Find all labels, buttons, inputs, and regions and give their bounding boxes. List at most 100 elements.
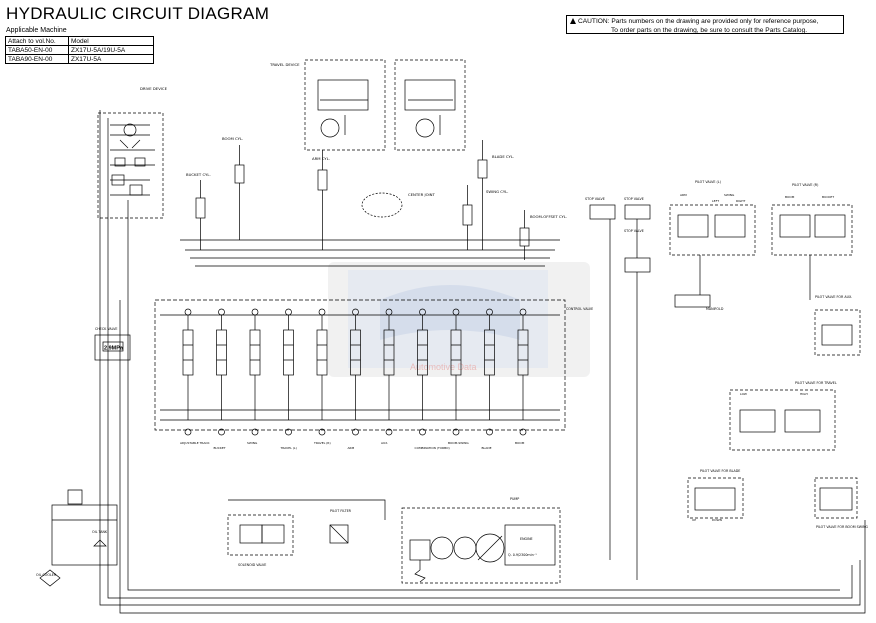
section-label: TRAVEL (L) [280,446,297,450]
watermark: Automotive Data [328,262,590,377]
pilot-port [318,308,326,316]
spool-lines [484,315,495,420]
caution-line-2: To order parts on the drawing, be sure t… [611,27,808,34]
pilot-port [519,308,527,316]
pilot-port [486,428,493,436]
caution-line-1: CAUTION: Parts numbers on the drawing ar… [578,18,819,25]
section-label: ADJUSTABLE TRACK [180,441,210,445]
pressure-value: 2.9MPa [104,346,124,352]
pilot-port [318,428,326,436]
oil-cooler-label: OIL COOLER [36,573,57,577]
stop-valve-label-3: STOP VALVE [624,229,644,233]
low-label: LOW [740,392,747,396]
pilot-port [419,428,426,436]
model-table: Attach to vol.No. Model TABA50-EN-00 ZX1… [5,36,154,64]
pilot-port [218,428,225,436]
boom-offset-cyl-label: BOOM-OFFSET CYL. [530,214,567,219]
spool-lines [451,315,461,420]
right-label: RIGHT [736,199,746,203]
pilot-valve-travel-label: PILOT VALVE FOR TRAVEL [795,381,837,385]
pilot-port [285,428,292,436]
pilot-port [385,428,393,436]
pilot-port [419,308,426,316]
pilot-valve-right-label: PILOT VALVE (R) [792,183,818,187]
engine-speed: Q. 0.9/2300min⁻¹ [508,553,537,557]
pilot-port [184,308,192,316]
pilot-valve-blade-label: PILOT VALVE FOR BLADE [700,469,740,473]
section-label: COMBINATION (TURBO) [415,446,450,450]
manifold-label: MANIFOLD [706,307,724,311]
section-label: BLADE [482,446,492,450]
spool-section [283,329,294,376]
pilot-port [251,428,259,436]
spool-lines [417,315,428,420]
travel-device-label: TRAVEL DEVICE [269,62,300,67]
bucket-cyl-label: BUCKET CYL. [186,172,211,177]
solenoid-valve-label: SOLENOID VALVE [238,563,266,567]
applicable-machine-label: Applicable Machine [6,27,67,34]
engine-label: ENGINE [520,537,533,541]
spool-lines [216,315,227,420]
check-valve-label: CHECK VALVE [95,327,118,331]
arm-label: ARM [680,193,687,197]
spool-section [316,329,328,376]
pilot-valve-left-label: PILOT VALVE (L) [695,180,721,184]
center-joint-label: CENTER JOINT [408,192,436,197]
pilot-port [218,308,225,316]
swing-cyl-label: SWING CYL. [486,189,509,194]
blade-cyl-label: BLADE CYL. [492,154,514,159]
pilot-valve-aux-label: PILOT VALVE FOR AUX. [815,295,852,299]
up-label: UP [692,518,696,522]
spool-section [249,329,261,376]
swing-label: SWING [724,193,735,197]
spool-lines [317,315,327,420]
section-label: SWING [247,441,258,445]
drive-device-label: DRIVE DEVICE [140,86,168,91]
pilot-filter-label: PILOT FILTER [330,509,352,513]
section-label: BUCKET [214,446,226,450]
spool-section [182,329,194,376]
pilot-port [452,308,460,316]
pump-label: PUMP [510,497,519,501]
bucket-label: BUCKET [822,195,834,199]
spool-section [216,329,227,376]
pilot-valve-boom-swing-label: PILOT VALVE FOR BOOM SWING [816,525,868,529]
table-row: TABA90-EN-00 ZX17U-5A [5,54,154,64]
section-label: ARM [348,446,355,450]
pilot-port [352,428,359,436]
spool-lines [283,315,294,420]
pilot-port [452,428,460,436]
warning-icon [570,18,576,24]
section-label: AUX. [381,441,388,445]
spool-lines [350,315,361,420]
down-label: DOWN [712,518,722,522]
oil-tank-label: OIL TANK [92,530,108,534]
pilot-port [184,428,192,436]
high-label: HIGH [800,392,808,396]
section-label: TRAVEL (R) [313,441,331,445]
control-valve-label: CONTROL VALVE [566,307,593,311]
pilot-port [251,308,259,316]
section-label: BOOM [515,441,525,445]
boom-label: BOOM [785,195,795,199]
boom-cyl-label: BOOM CYL. [222,136,243,141]
watermark-text: Automotive Data [410,362,477,372]
stop-valve-label-1: STOP VALVE [585,197,605,201]
pilot-port [352,308,359,316]
spool-lines [384,315,394,420]
spool-lines [183,315,193,420]
table-cell: ZX17U-5A [68,54,154,64]
spool-lines [250,315,260,420]
stop-valve-label-2: STOP VALVE [624,197,644,201]
page-title: HYDRAULIC CIRCUIT DIAGRAM [6,4,270,23]
section-label: BOOM-SWING [448,441,469,445]
left-label: LEFT [712,199,719,203]
pilot-port [385,308,393,316]
pilot-port [285,308,292,316]
spool-lines [518,315,528,420]
pilot-port [486,308,493,316]
caution-box: CAUTION: Parts numbers on the drawing ar… [566,15,844,34]
pilot-port [519,428,527,436]
arm-cyl-label: ARM CYL. [312,156,330,161]
